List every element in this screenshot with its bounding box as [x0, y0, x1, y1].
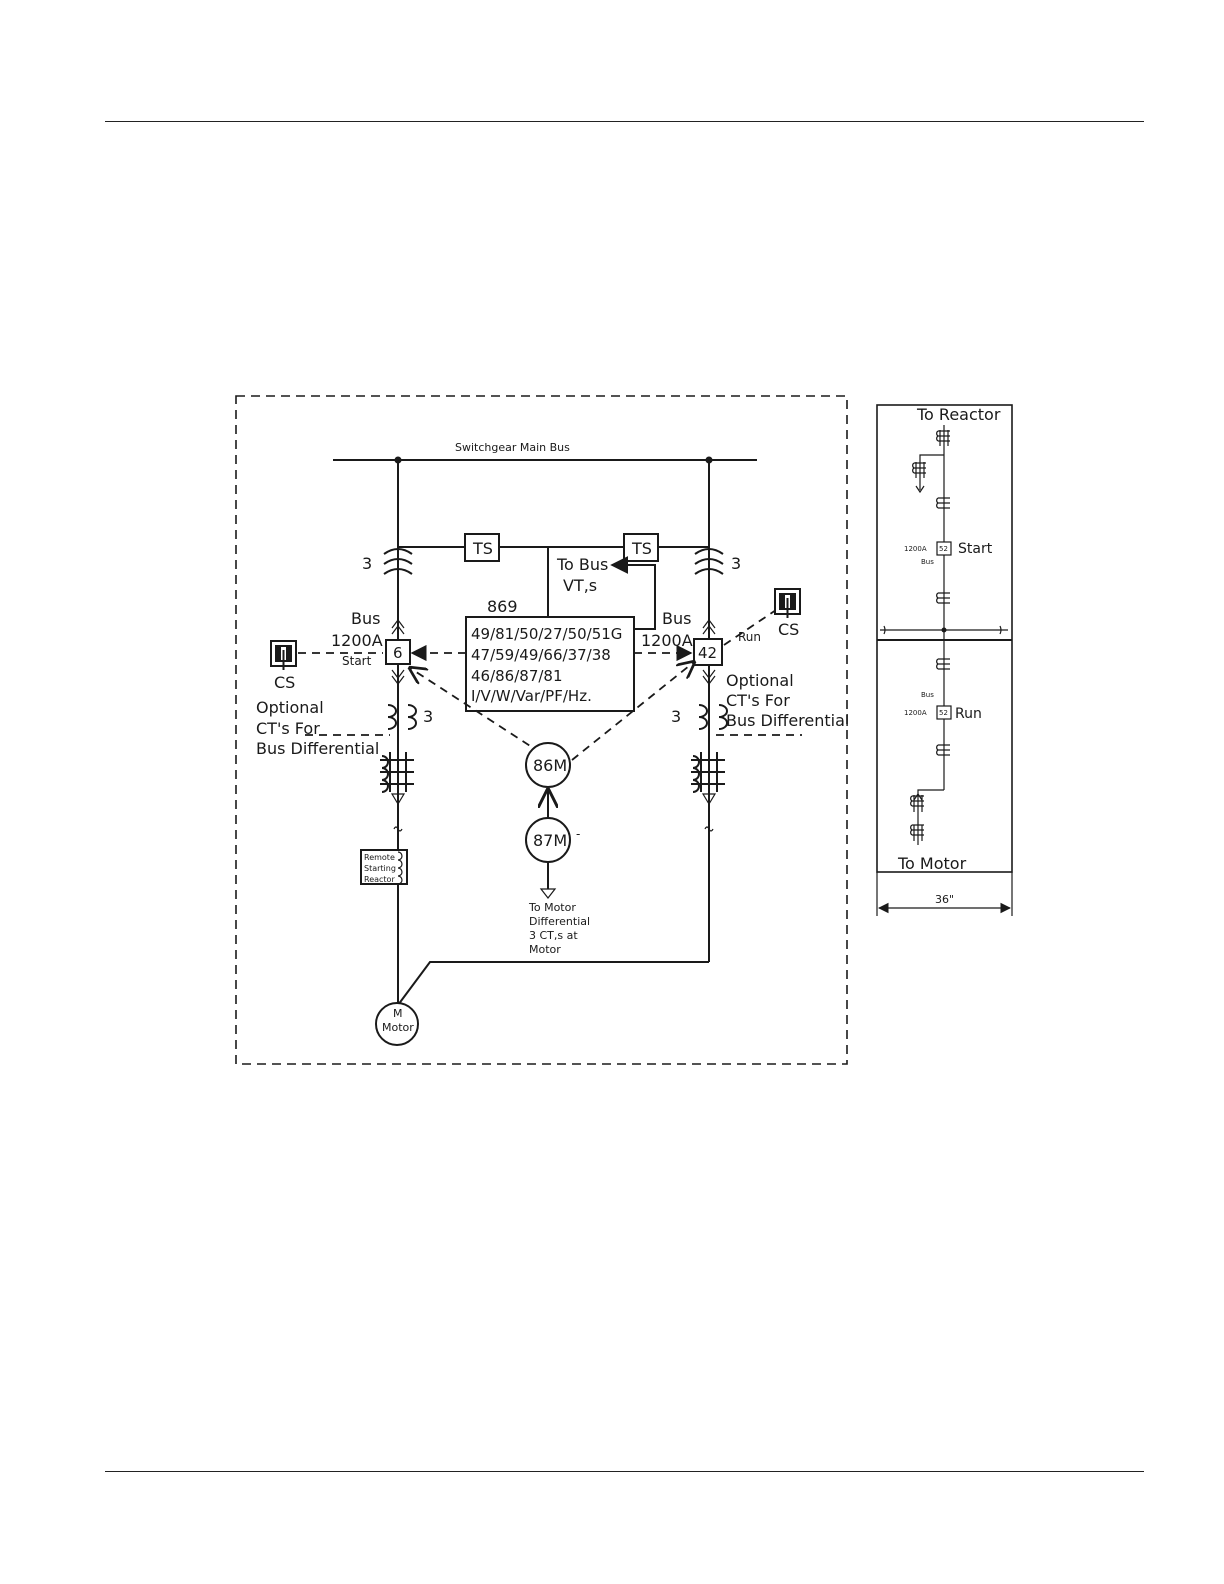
- motor-diff-line2: Differential: [529, 915, 590, 928]
- elev-run-label: Run: [955, 706, 982, 722]
- relay-line-1: 49/81/50/27/50/51G: [471, 625, 622, 643]
- breaker-left-device: 6: [393, 644, 403, 662]
- elevation-top-label: To Reactor: [916, 405, 1001, 424]
- bottom-rule: [105, 1471, 1144, 1472]
- relay-line-4: I/V/W/Var/PF/Hz.: [471, 687, 592, 705]
- motor-diff-line3: 3 CT,s at: [529, 929, 578, 942]
- breaker-right-label: Run: [738, 630, 761, 644]
- motor-label: Motor: [382, 1021, 414, 1034]
- breaker-right-box: [693, 638, 723, 666]
- breaker-left-label: Start: [342, 654, 372, 668]
- relay-87m-dash: -: [576, 827, 580, 841]
- breaker-right-bus: Bus: [662, 609, 691, 628]
- relay-line-2: 47/59/49/66/37/38: [471, 646, 611, 664]
- relay-87m-label: 87M: [533, 831, 567, 850]
- elevation-bottom-label: To Motor: [897, 854, 967, 873]
- ts-left-label: TS: [472, 539, 493, 558]
- elev-breaker-start-num: 52: [939, 545, 948, 553]
- optional-ct-right-line2: CT's For: [726, 691, 790, 710]
- starting-reactor: [360, 849, 408, 885]
- elev-run-rating: 1200A: [904, 709, 927, 717]
- breaker-left-box: [385, 639, 411, 665]
- optional-ct-left-line3: Bus Differential: [256, 739, 379, 758]
- ct-left-count: 3: [362, 554, 372, 573]
- elev-run-bus: Bus: [921, 691, 934, 699]
- breaker-left-bus: Bus: [351, 609, 380, 628]
- optional-ct-left-line1: Optional: [256, 698, 324, 717]
- optional-ct-right-line1: Optional: [726, 671, 794, 690]
- lockout-86m: [525, 742, 571, 788]
- breaker-right-device: 42: [698, 644, 717, 662]
- cs-left-switch: [270, 640, 297, 670]
- reactor-line1: Remote: [364, 853, 395, 862]
- optional-ct-right-line3: Bus Differential: [726, 711, 849, 730]
- cs-right-switch: [774, 588, 801, 618]
- motor-symbol: [375, 1002, 419, 1046]
- elevation-frame: [876, 404, 1013, 873]
- reactor-line2: Starting: [364, 864, 396, 873]
- enclosure-boundary: [235, 395, 848, 1065]
- ct-stack-right: [690, 751, 726, 793]
- elev-breaker-start: [936, 541, 952, 556]
- elev-start-bus: Bus: [921, 558, 934, 566]
- ts-right-box: [623, 533, 659, 562]
- cs-right-label: CS: [778, 620, 799, 639]
- breaker-left-rating: 1200A: [331, 631, 383, 650]
- elevation-width-label: 36": [935, 893, 954, 906]
- relay-block: [465, 616, 635, 712]
- ct-left-lower-count: 3: [423, 707, 433, 726]
- motor-diff-line1: To Motor: [528, 901, 576, 914]
- elev-breaker-run-num: 52: [939, 709, 948, 717]
- elev-start-label: Start: [958, 541, 993, 557]
- motor-diff-line4: Motor: [529, 943, 561, 956]
- reactor-line3: Reactor: [364, 875, 395, 884]
- ts-left-box: [464, 533, 500, 562]
- to-bus-vts-line2: VT,s: [563, 576, 597, 595]
- elev-breaker-run: [936, 705, 952, 720]
- lockout-86m-label: 86M: [533, 756, 567, 775]
- main-bus-label: Switchgear Main Bus: [455, 441, 570, 454]
- to-bus-vts-line1: To Bus: [556, 555, 608, 574]
- elev-start-rating: 1200A: [904, 545, 927, 553]
- top-rule: [105, 121, 1144, 122]
- motor-m: M: [393, 1007, 403, 1020]
- optional-ct-left-line2: CT's For: [256, 719, 320, 738]
- breaker-right-rating: 1200A: [641, 631, 693, 650]
- ct-stack-left: [379, 751, 415, 793]
- relay-number: 869: [487, 597, 518, 616]
- cs-left-label: CS: [274, 673, 295, 692]
- relay-line-3: 46/86/87/81: [471, 667, 563, 685]
- ct-right-lower-count: 3: [671, 707, 681, 726]
- ts-right-label: TS: [631, 539, 652, 558]
- ct-right-count: 3: [731, 554, 741, 573]
